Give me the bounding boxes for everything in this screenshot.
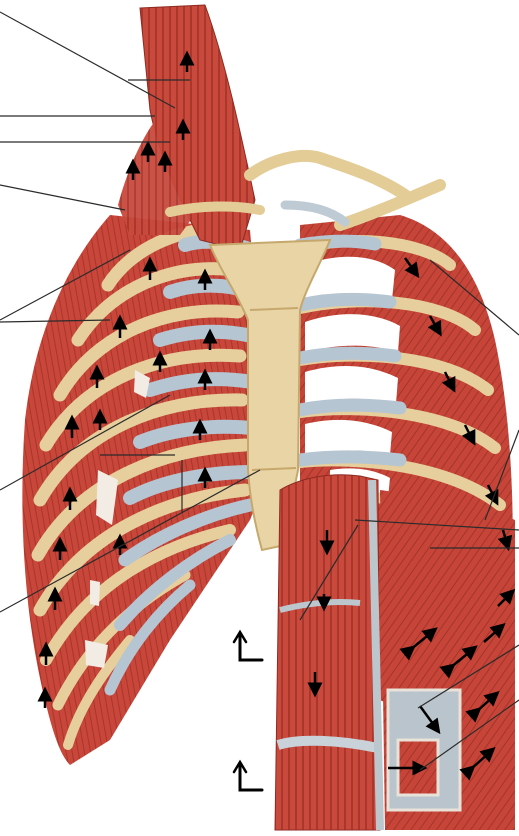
clavicle-left — [250, 156, 405, 195]
arrows-hook — [234, 632, 262, 790]
abdominal-muscle-band — [275, 475, 380, 830]
rib-cage-left — [22, 215, 270, 765]
